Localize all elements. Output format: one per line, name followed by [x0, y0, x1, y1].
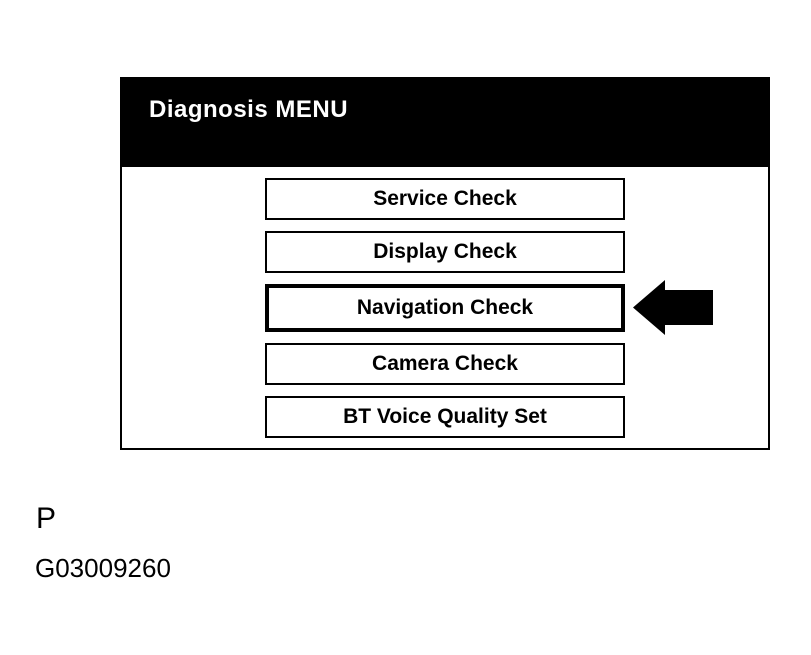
- page-title: Diagnosis MENU: [149, 96, 349, 123]
- menu-button-camera-check[interactable]: Camera Check: [265, 343, 625, 385]
- figure-label: P: [36, 502, 57, 535]
- figure-id: G03009260: [35, 553, 171, 583]
- menu-button-display-check[interactable]: Display Check: [265, 231, 625, 273]
- menu-button-bt-voice-quality-set[interactable]: BT Voice Quality Set: [265, 396, 625, 438]
- diagnosis-menu-panel: Diagnosis MENU Service Check Display Che…: [120, 77, 770, 450]
- menu-button-service-check[interactable]: Service Check: [265, 178, 625, 220]
- left-arrow-icon: [633, 280, 713, 335]
- menu-button-navigation-check[interactable]: Navigation Check: [265, 284, 625, 332]
- menu-button-column: Service Check Display Check Navigation C…: [122, 178, 768, 438]
- menu-header: Diagnosis MENU: [122, 79, 768, 167]
